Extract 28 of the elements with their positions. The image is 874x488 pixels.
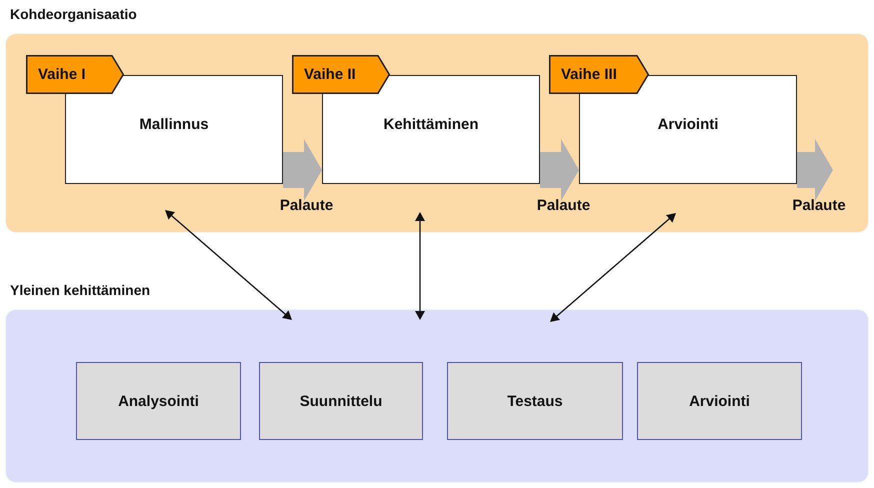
activity-box bbox=[637, 362, 802, 440]
phase-label: Vaihe II bbox=[304, 66, 356, 83]
arrow bbox=[165, 210, 292, 320]
phase-title: Arviointi bbox=[658, 116, 718, 135]
activity-box bbox=[259, 362, 423, 440]
phase-tag bbox=[549, 55, 649, 94]
section-heading: Kohdeorganisaatio bbox=[10, 6, 137, 22]
edge-label: Palaute bbox=[792, 197, 846, 214]
phase-label: Vaihe III bbox=[561, 66, 617, 83]
section-heading: Yleinen kehittäminen bbox=[10, 282, 150, 298]
phase-title: Kehittäminen bbox=[383, 116, 478, 135]
edge-label: Palaute bbox=[280, 197, 334, 214]
phase-tag bbox=[292, 55, 390, 94]
activity-label: Arviointi bbox=[689, 392, 750, 410]
feedback-arrow bbox=[283, 139, 322, 201]
activity-label: Analysointi bbox=[118, 392, 199, 410]
phase-tag bbox=[26, 55, 124, 94]
activity-box bbox=[76, 362, 241, 440]
feedback-arrow bbox=[540, 139, 579, 201]
activity-label: Suunnittelu bbox=[300, 392, 382, 410]
phase-label: Vaihe I bbox=[38, 66, 86, 83]
activity-label: Testaus bbox=[507, 392, 563, 410]
feedback-arrow bbox=[797, 139, 833, 201]
phase-title: Mallinnus bbox=[139, 116, 209, 135]
edge-label: Palaute bbox=[536, 197, 590, 214]
arrow bbox=[550, 213, 676, 322]
arrow bbox=[415, 212, 425, 320]
activity-box bbox=[447, 362, 623, 440]
